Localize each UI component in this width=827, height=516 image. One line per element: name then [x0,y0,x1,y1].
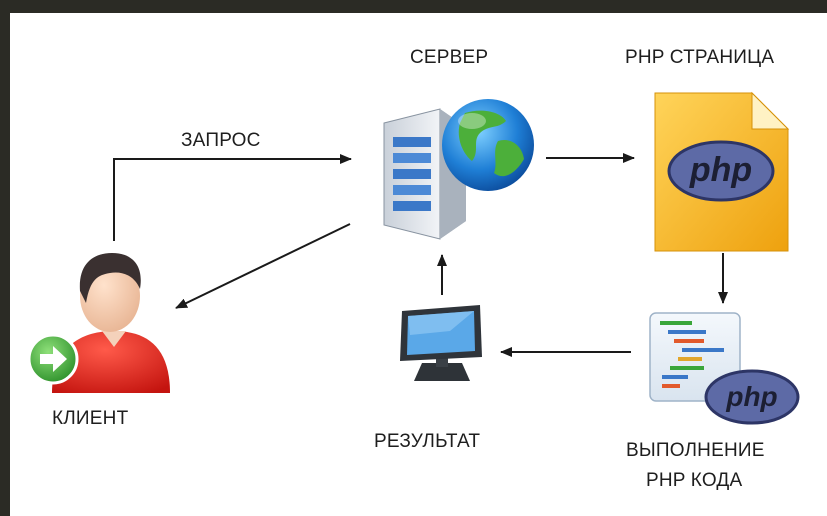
php-page-logo: php [689,151,752,189]
code-document-icon: php [649,312,800,425]
arrow-request [113,154,352,241]
label-execution-line1: ВЫПОЛНЕНИЕ [626,440,765,461]
php-code-logo: php [725,381,777,412]
arrow-server-to-client [175,223,351,309]
user-icon [52,253,170,393]
arrow-badge-icon [27,333,79,385]
label-php-page: PHP СТРАНИЦА [625,47,775,68]
diagram-canvas: php [10,13,827,516]
diagram-graphics: php [27,91,800,425]
label-server: СЕРВЕР [410,47,489,68]
globe-icon [442,99,534,191]
php-document-icon: php [654,91,790,252]
label-client: КЛИЕНТ [52,408,129,429]
label-execution-line2: PHP КОДА [646,470,743,491]
label-result: РЕЗУЛЬТАТ [374,431,481,452]
label-request: ЗАПРОС [181,130,261,151]
monitor-icon [400,305,482,381]
